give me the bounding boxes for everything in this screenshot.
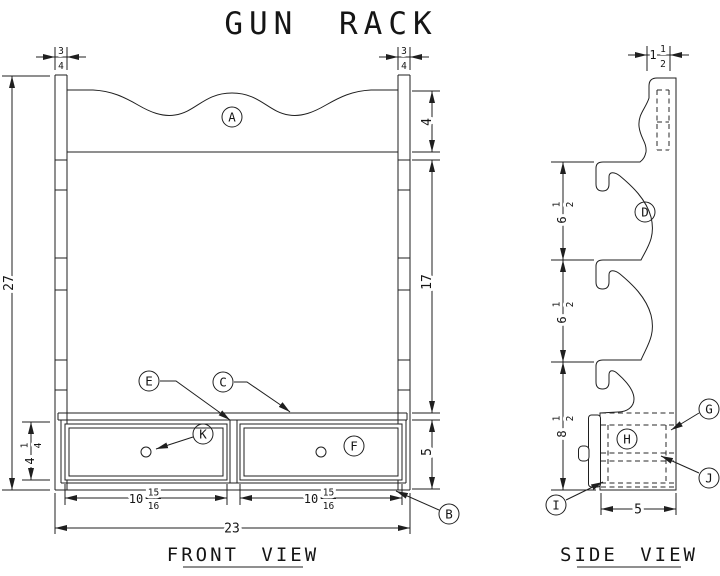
label-top-board-a: A xyxy=(221,106,243,128)
label-bottom-i: I xyxy=(545,481,604,516)
svg-text:4: 4 xyxy=(420,118,435,126)
side-view-caption: SIDE VIEW xyxy=(560,544,698,568)
svg-text:4: 4 xyxy=(401,61,407,72)
svg-text:8: 8 xyxy=(555,430,569,437)
dim-overall-width: 23 xyxy=(54,493,411,540)
label-divider-e: E xyxy=(138,370,231,421)
svg-text:6: 6 xyxy=(555,316,569,323)
svg-text:1: 1 xyxy=(552,301,563,307)
hidden-drawer-lines xyxy=(601,412,675,488)
svg-text:I: I xyxy=(552,498,560,513)
label-right-drawer-f: F xyxy=(343,435,365,457)
hidden-top-notch xyxy=(656,89,670,151)
dim-top-board-height: 4 xyxy=(412,90,440,153)
svg-text:10: 10 xyxy=(304,492,318,506)
svg-text:FRONT VIEW: FRONT VIEW xyxy=(167,544,319,566)
svg-text:H: H xyxy=(623,432,631,447)
svg-text:5: 5 xyxy=(420,448,435,456)
dim-middle-height: 17 xyxy=(412,159,440,414)
side-view: D G H J I 1 1 2 xyxy=(545,41,720,568)
svg-text:C: C xyxy=(219,375,227,390)
svg-text:17: 17 xyxy=(420,274,435,290)
svg-text:J: J xyxy=(705,471,713,486)
svg-text:D: D xyxy=(641,205,649,220)
label-guide-j: J xyxy=(660,455,720,489)
dim-drawer-width-left: 10 15 16 xyxy=(64,484,228,515)
drawer-front-side xyxy=(588,414,601,488)
right-drawer-knob xyxy=(315,446,327,458)
svg-text:3: 3 xyxy=(58,46,64,57)
svg-text:3: 3 xyxy=(401,46,407,57)
svg-text:5: 5 xyxy=(634,503,642,518)
svg-text:1: 1 xyxy=(20,442,31,448)
shelf-board xyxy=(57,412,408,421)
svg-text:23: 23 xyxy=(224,522,240,537)
svg-text:2: 2 xyxy=(565,416,576,422)
svg-text:1: 1 xyxy=(649,48,656,62)
dim-top-thickness: 1 1 2 xyxy=(628,41,689,73)
label-bottom-board-b: B xyxy=(395,490,460,525)
drawer-knob-side xyxy=(578,445,590,462)
label-drawer-side-h: H xyxy=(616,428,638,450)
right-post xyxy=(397,74,411,490)
dim-drawer-width-right: 10 15 16 xyxy=(239,484,403,515)
svg-text:27: 27 xyxy=(2,275,17,291)
label-side-board-d: D xyxy=(634,201,656,223)
dim-post-width-right: 3 4 xyxy=(379,43,429,75)
left-drawer xyxy=(64,423,228,481)
svg-text:SIDE VIEW: SIDE VIEW xyxy=(560,544,698,566)
side-board-profile xyxy=(595,77,677,491)
dim-depth: 5 xyxy=(600,493,677,521)
top-board-outline xyxy=(67,89,398,153)
svg-text:F: F xyxy=(350,439,358,454)
front-view-caption: FRONT VIEW xyxy=(167,544,319,568)
left-drawer-knob xyxy=(140,446,152,458)
svg-text:4: 4 xyxy=(23,457,37,464)
dim-drawer-section-height: 5 xyxy=(412,419,440,490)
dim-notch-spacing-upper: 6 1 2 xyxy=(549,161,594,261)
svg-text:G: G xyxy=(705,402,713,417)
dim-post-width-left: 3 4 xyxy=(36,43,86,75)
svg-text:2: 2 xyxy=(660,59,666,70)
dim-overall-height: 27 xyxy=(0,75,50,491)
label-shelf-c: C xyxy=(212,371,291,413)
svg-text:1: 1 xyxy=(552,201,563,207)
svg-text:A: A xyxy=(228,110,236,125)
svg-text:4: 4 xyxy=(58,61,64,72)
right-drawer xyxy=(239,423,403,481)
front-view: A K F E C B xyxy=(0,43,460,568)
svg-text:4: 4 xyxy=(33,442,44,448)
svg-text:6: 6 xyxy=(555,216,569,223)
svg-text:15: 15 xyxy=(323,488,334,499)
post-notch-ticks xyxy=(55,159,410,391)
svg-text:2: 2 xyxy=(565,202,576,208)
svg-text:B: B xyxy=(445,507,453,522)
svg-text:K: K xyxy=(199,427,207,442)
dim-drawer-front-height: 4 1 4 xyxy=(17,421,50,481)
label-cleat-g: G xyxy=(670,398,720,431)
svg-text:1: 1 xyxy=(660,44,666,55)
drawer-cabinet xyxy=(55,420,410,491)
left-post xyxy=(54,74,68,490)
svg-text:2: 2 xyxy=(565,302,576,308)
svg-text:10: 10 xyxy=(129,492,143,506)
svg-text:16: 16 xyxy=(148,501,160,512)
svg-text:1: 1 xyxy=(552,415,563,421)
svg-text:E: E xyxy=(145,374,153,389)
drawing-title: GUN RACK xyxy=(224,6,437,42)
label-knob-k: K xyxy=(155,423,214,450)
dim-notch-spacing-lower: 6 1 2 xyxy=(549,260,594,363)
svg-text:16: 16 xyxy=(323,501,335,512)
svg-text:15: 15 xyxy=(148,488,159,499)
